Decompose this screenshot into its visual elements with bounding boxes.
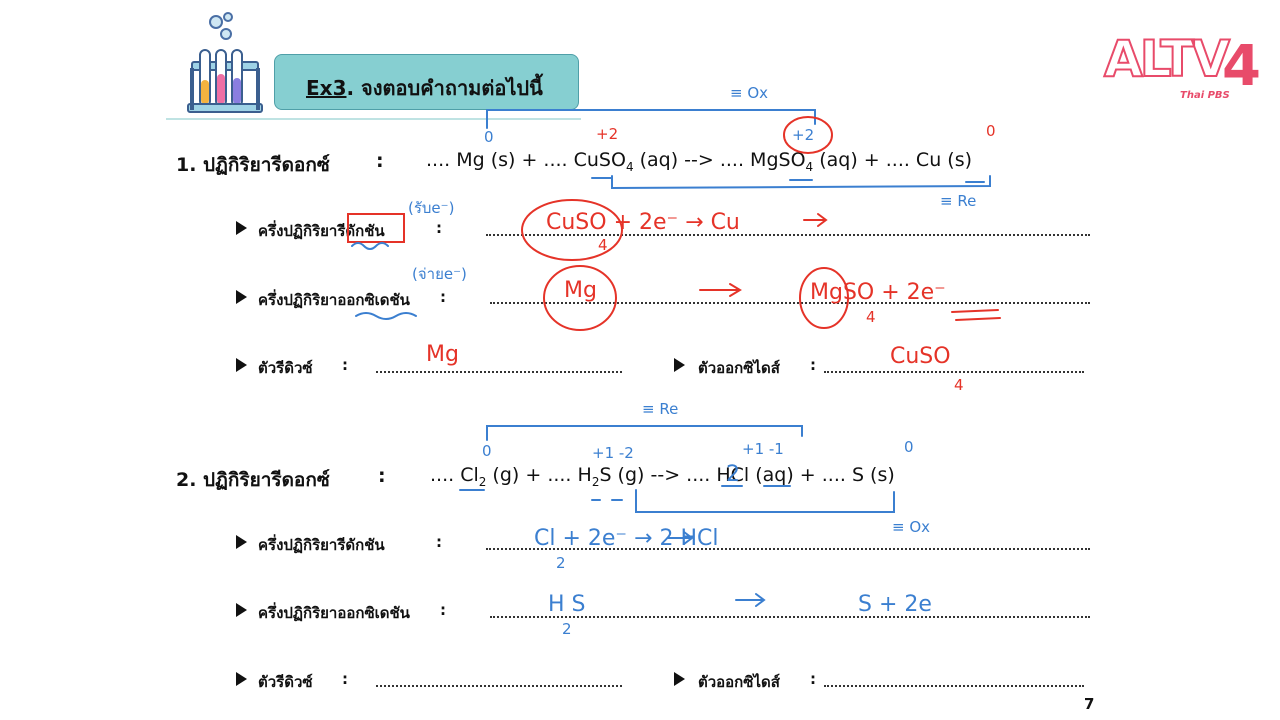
q2-ox-num-h2s: +1 -2: [592, 444, 634, 462]
q2-reducing-agent-line: [376, 685, 622, 687]
q2-ox-num-s: 0: [904, 438, 914, 456]
q2-re-label: ≡ Re: [642, 400, 679, 418]
q2-arrow-2: [735, 593, 766, 607]
q2-oxidation-colon: :: [440, 601, 446, 619]
q1-oxidizing-agent-sub: 4: [954, 376, 964, 394]
q1-oxidation-answer-right: MgSO + 2e⁻: [810, 280, 946, 305]
q1-oxidizing-agent-line: [824, 371, 1084, 373]
q1-equation: .... Mg (s) + .... CuSO4 (aq) --> .... M…: [426, 149, 973, 174]
q2-ox-label: ≡ Ox: [892, 518, 931, 536]
q2-oxidation-label: ครึ่งปฏิกิริยาออกซิเดชัน: [258, 604, 410, 622]
q1-re-bracket: [611, 175, 991, 190]
title-divider: [166, 118, 581, 120]
page-number: 7: [1084, 695, 1095, 713]
logo-tagline: Thai PBS: [1180, 90, 1230, 101]
q1-arrow-2: [699, 283, 742, 297]
q2-heading: 2. ปฏิกิริยารีดอกซ์: [176, 469, 330, 491]
q1-oxidizing-agent-label: ตัวออกซิไดส์: [698, 359, 780, 377]
q2-reduction-label: ครึ่งปฏิกิริยารีดักชัน: [258, 536, 385, 554]
q2-reduction-answer-sub: 2: [556, 554, 566, 572]
q1-colon: :: [376, 150, 384, 172]
bullet-triangle-icon: [674, 358, 685, 372]
q1-reduction-answer-sub: 4: [598, 236, 608, 254]
q1-reducing-colon: :: [342, 356, 348, 374]
logo-text: ALTV: [1103, 29, 1231, 89]
exercise-number: Ex3: [306, 76, 347, 100]
q1-2e-underline: [951, 309, 1001, 321]
bullet-triangle-icon: [236, 672, 247, 686]
bullet-triangle-icon: [674, 672, 685, 686]
q1-reduction-answer-line: [486, 234, 1090, 236]
q2-reduction-answer-line: [486, 548, 1090, 550]
q1-oxidation-colon: :: [440, 288, 446, 306]
bullet-triangle-icon: [236, 221, 247, 235]
q2-oxidizing-colon: :: [810, 670, 816, 688]
q2-reduction-answer: Cl + 2e⁻ → 2 HCl: [534, 526, 719, 551]
q1-reduction-wave: [351, 242, 389, 250]
q2-oxidation-answer-sub: 2: [562, 620, 572, 638]
q2-reduction-colon: :: [436, 533, 442, 551]
q2-oxidation-answer-right: S + 2e: [858, 592, 932, 617]
q2-reducing-agent-label: ตัวรีดิวซ์: [258, 673, 313, 691]
title-banner: [274, 54, 579, 110]
q1-oxidation-answer-line: [490, 302, 1090, 304]
q1-reduction-answer: CuSO + 2e⁻ → Cu: [546, 210, 740, 235]
q2-ox-num-hcl: +1 -1: [742, 440, 784, 458]
q2-oxidation-answer-left: H S: [548, 592, 586, 617]
q1-oxidation-answer-sub: 4: [866, 308, 876, 326]
q1-oxidation-wave: [355, 312, 417, 320]
q1-re-label: ≡ Re: [940, 192, 977, 210]
q1-arrow-1: [803, 213, 828, 227]
bullet-triangle-icon: [236, 358, 247, 372]
q2-coef-hcl: 2: [726, 462, 740, 487]
q2-oxidizing-agent-line: [824, 685, 1084, 687]
q1-oxidizing-agent-answer: CuSO: [890, 344, 951, 369]
q1-heading: 1. ปฏิกิริยารีดอกซ์: [176, 154, 330, 176]
q1-ox-num-mg-out: +2: [792, 126, 815, 144]
exercise-title: Ex3. จงตอบคำถามต่อไปนี้: [306, 72, 543, 104]
q1-ox-num-cu-out: 0: [986, 122, 996, 140]
q2-ox-num-cl: 0: [482, 442, 492, 460]
q1-oxidation-answer-left: Mg: [564, 278, 597, 303]
q2-re-bracket: [486, 425, 803, 441]
test-tube-rack-icon: [187, 12, 263, 113]
bullet-triangle-icon: [236, 290, 247, 304]
q1-reducing-agent-line: [376, 371, 622, 373]
bullet-triangle-icon: [236, 535, 247, 549]
q1-oxidizing-colon: :: [810, 356, 816, 374]
q2-oxidizing-agent-label: ตัวออกซิไดส์: [698, 673, 780, 691]
q2-oxidation-answer-line: [490, 616, 1090, 618]
bullet-triangle-icon: [236, 603, 247, 617]
channel-logo: ALTV 4 Thai PBS: [1103, 29, 1264, 106]
q1-reduction-label: ครึ่งปฏิกิริยารีดักชัน: [258, 222, 385, 240]
q1-ox-num-mg: 0: [484, 128, 494, 146]
exercise-instruction: . จงตอบคำถามต่อไปนี้: [346, 76, 543, 100]
q1-receive-electron-note: (รับe⁻): [408, 199, 455, 217]
q2-ox-bracket: [635, 489, 895, 513]
logo-digit: 4: [1222, 34, 1261, 99]
q2-colon: :: [378, 465, 386, 487]
q1-ox-label: ≡ Ox: [730, 84, 769, 102]
q1-reducing-agent-answer: Mg: [426, 342, 459, 367]
q1-ox-num-cu-in: +2: [596, 125, 619, 143]
q1-reducing-agent-label: ตัวรีดิวซ์: [258, 359, 313, 377]
q1-reduction-colon: :: [436, 219, 442, 237]
q2-reducing-colon: :: [342, 670, 348, 688]
q2-equation: .... Cl2 (g) + .... H2S (g) --> .... HCl…: [430, 464, 895, 489]
q1-lose-electron-note: (จ่ายe⁻): [412, 265, 467, 283]
q1-oxidation-label: ครึ่งปฏิกิริยาออกซิเดชัน: [258, 291, 410, 309]
